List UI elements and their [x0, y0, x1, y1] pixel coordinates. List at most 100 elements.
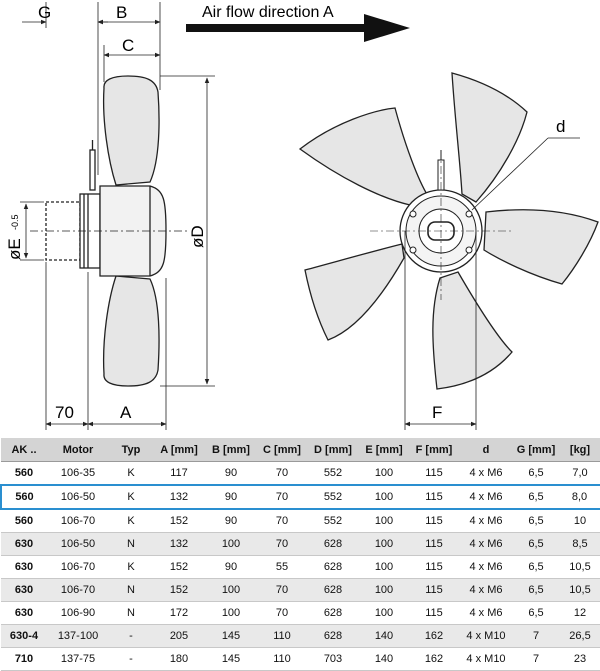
spec-table: AK .. Motor Typ A [mm] B [mm] C [mm] D [… — [0, 438, 600, 671]
cell-e: 100 — [359, 601, 409, 625]
cell-motor: 137-100 — [47, 624, 109, 648]
label-F: F — [432, 403, 442, 422]
mount-hole-1 — [409, 210, 417, 218]
cell-e: 100 — [359, 555, 409, 579]
cell-thread: 4 x M10 — [459, 647, 513, 671]
cell-b: 100 — [205, 532, 257, 556]
side-view — [30, 75, 190, 387]
side-dimensions — [20, 2, 215, 430]
label-C: C — [122, 36, 134, 55]
cell-typ: K — [109, 484, 153, 510]
mount-hole-3 — [409, 246, 417, 254]
mount-hole-4 — [465, 246, 473, 254]
cell-kg: 23 — [559, 647, 600, 671]
cell-d: 552 — [307, 484, 359, 510]
cell-thread: 4 x M6 — [459, 461, 513, 486]
cell-d: 628 — [307, 601, 359, 625]
cell-typ: K — [109, 509, 153, 533]
label-E-tolerance: -0.5 — [10, 214, 20, 230]
cell-kg: 8,0 — [559, 484, 600, 510]
cell-motor: 106-35 — [47, 461, 109, 486]
cell-thread: 4 x M6 — [459, 601, 513, 625]
cell-motor: 106-90 — [47, 601, 109, 625]
cell-g: 6,5 — [513, 578, 559, 602]
blade-5 — [304, 243, 405, 341]
mount-hole-2 — [465, 210, 473, 218]
cell-g: 6,5 — [513, 461, 559, 486]
cell-g: 6,5 — [513, 532, 559, 556]
cell-motor: 137-75 — [47, 647, 109, 671]
cell-f: 115 — [409, 601, 459, 625]
cell-a: 205 — [153, 624, 205, 648]
cell-ak: 630 — [1, 601, 47, 625]
cell-d: 628 — [307, 532, 359, 556]
cell-motor: 106-70 — [47, 555, 109, 579]
label-B: B — [116, 3, 127, 22]
cell-kg: 10 — [559, 509, 600, 533]
cell-ak: 710 — [1, 647, 47, 671]
cell-d: 628 — [307, 624, 359, 648]
label-d: d — [556, 117, 565, 136]
cell-f: 162 — [409, 647, 459, 671]
cell-ak: 630 — [1, 555, 47, 579]
cell-a: 132 — [153, 484, 205, 510]
cell-e: 140 — [359, 647, 409, 671]
front-dimensions — [370, 137, 580, 430]
cell-typ: N — [109, 578, 153, 602]
cell-a: 172 — [153, 601, 205, 625]
header-ak: AK .. — [1, 438, 47, 462]
cell-d: 552 — [307, 461, 359, 486]
cell-c: 110 — [257, 624, 307, 648]
header-d: D [mm] — [307, 438, 359, 462]
cell-d: 552 — [307, 509, 359, 533]
cell-c: 55 — [257, 555, 307, 579]
cell-d: 703 — [307, 647, 359, 671]
cell-f: 115 — [409, 555, 459, 579]
cell-g: 7 — [513, 624, 559, 648]
cell-ak: 630-4 — [1, 624, 47, 648]
cell-g: 6,5 — [513, 484, 559, 510]
front-view — [298, 72, 599, 390]
blade-2 — [451, 72, 528, 203]
cell-b: 90 — [205, 555, 257, 579]
airflow-label: Air flow direction A — [202, 4, 334, 21]
cell-kg: 7,0 — [559, 461, 600, 486]
cell-ak: 560 — [1, 509, 47, 533]
cell-g: 6,5 — [513, 555, 559, 579]
cell-a: 180 — [153, 647, 205, 671]
cell-kg: 10,5 — [559, 578, 600, 602]
header-motor: Motor — [47, 438, 109, 462]
header-e: E [mm] — [359, 438, 409, 462]
cell-thread: 4 x M6 — [459, 484, 513, 510]
cell-a: 152 — [153, 578, 205, 602]
cell-e: 100 — [359, 461, 409, 486]
cell-d: 628 — [307, 578, 359, 602]
label-A: A — [120, 403, 132, 422]
cell-b: 145 — [205, 647, 257, 671]
blade-1 — [298, 107, 429, 206]
cell-e: 100 — [359, 532, 409, 556]
cell-c: 110 — [257, 647, 307, 671]
cell-typ: - — [109, 647, 153, 671]
blade-4 — [432, 271, 513, 390]
header-f: F [mm] — [409, 438, 459, 462]
cell-typ: K — [109, 461, 153, 486]
fan-dimension-drawing: G B C øD øE -0.5 70 A Air flow direction… — [5, 2, 599, 430]
cell-c: 70 — [257, 461, 307, 486]
cell-g: 6,5 — [513, 601, 559, 625]
label-D: øD — [188, 225, 207, 248]
header-a: A [mm] — [153, 438, 205, 462]
table-header-row: AK .. Motor Typ A [mm] B [mm] C [mm] D [… — [1, 438, 600, 462]
label-E: øE — [5, 238, 24, 260]
cell-e: 100 — [359, 509, 409, 533]
